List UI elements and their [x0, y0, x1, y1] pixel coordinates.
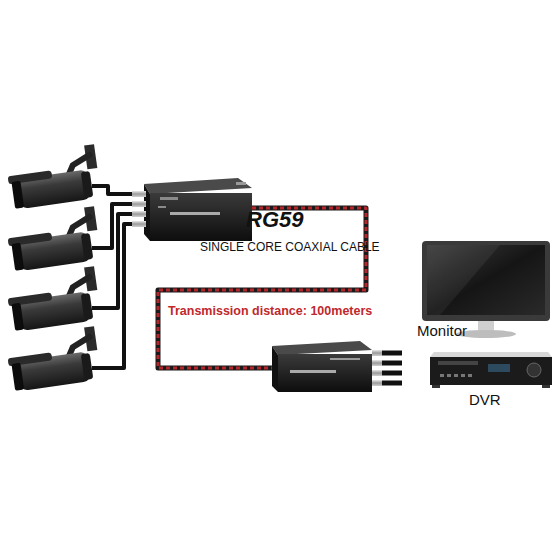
cable-description: SINGLE CORE COAXIAL CABLE	[200, 240, 380, 254]
camera	[5, 206, 102, 272]
dvr-illustration	[430, 352, 552, 388]
camera	[5, 144, 102, 210]
camera-cables	[92, 186, 132, 368]
cable-type: RG59	[246, 207, 303, 233]
transmitter-box	[132, 178, 252, 241]
device-label: Monitor	[417, 322, 467, 339]
device-label: DVR	[469, 391, 501, 408]
camera	[5, 266, 102, 332]
distance-note: Transmission distance: 100meters	[168, 304, 372, 318]
device-node: DVR	[420, 346, 555, 410]
receiver-box	[272, 341, 402, 392]
camera	[5, 326, 102, 392]
device-node: Monitor	[412, 238, 554, 340]
